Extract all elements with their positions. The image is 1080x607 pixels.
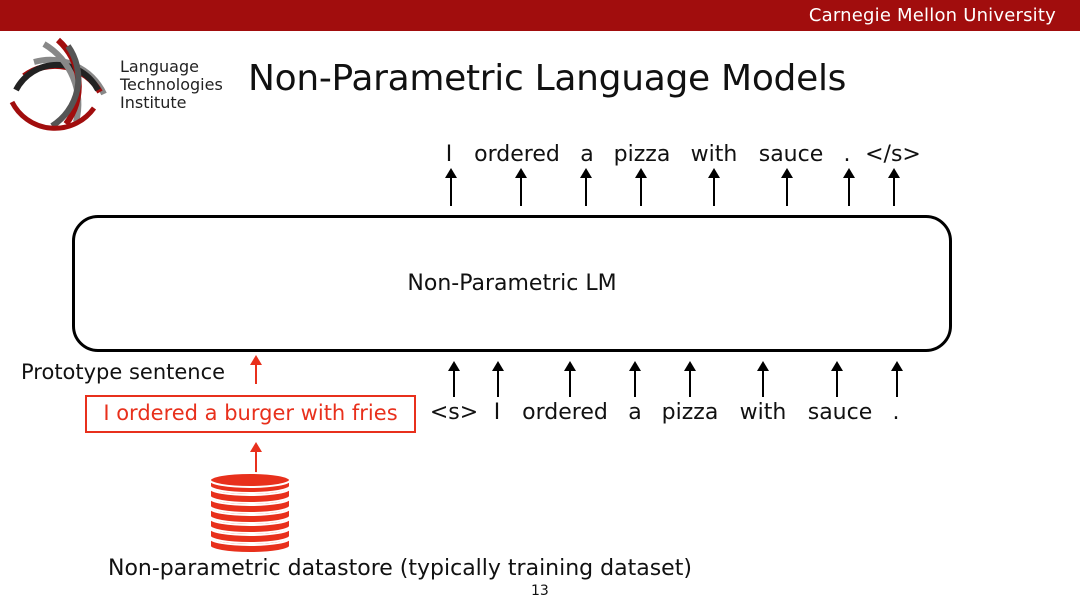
output-arrow-icon [635,168,647,206]
input-token: sauce [807,400,873,425]
output-token: sauce [758,142,824,167]
output-token: . [843,142,851,167]
input-arrow-icon [629,361,641,397]
page-number: 13 [531,583,549,599]
institute-line-2: Technologies [120,75,223,94]
input-token: I [493,400,501,425]
prototype-arrow-icon [250,355,262,384]
institute-line-3: Institute [120,93,187,112]
output-arrow-icon [843,168,855,206]
output-token: </s> [865,142,921,167]
database-icon [209,472,291,554]
input-arrow-icon [831,361,843,397]
slide-title: Non-Parametric Language Models [248,58,847,99]
output-token: with [690,142,738,167]
prototype-sentence: I ordered a burger with fries [103,401,398,425]
header-bar: Carnegie Mellon University [0,0,1080,31]
datastore-arrow-icon [250,442,262,473]
input-arrow-icon [448,361,460,397]
input-token: a [628,400,642,425]
input-arrow-icon [684,361,696,397]
output-token: ordered [474,142,560,167]
input-token: . [892,400,900,425]
prototype-label: Prototype sentence [21,360,226,384]
output-arrow-icon [888,168,900,206]
output-arrow-icon [580,168,592,206]
output-token: a [580,142,594,167]
institute-name: Language Technologies Institute [120,58,223,112]
output-token: I [445,142,453,167]
lti-logo-icon [9,37,107,131]
input-token: <s> [429,400,479,425]
input-token: ordered [522,400,608,425]
input-arrow-icon [564,361,576,397]
input-arrow-icon [891,361,903,397]
output-arrow-icon [708,168,720,206]
input-arrow-icon [757,361,769,397]
output-arrow-icon [781,168,793,206]
datastore-label: Non-parametric datastore (typically trai… [108,556,692,581]
output-token: pizza [613,142,671,167]
institute-line-1: Language [120,57,199,76]
input-arrow-icon [492,361,504,397]
model-label: Non-Parametric LM [407,271,617,296]
university-name: Carnegie Mellon University [808,5,1056,26]
input-token: with [739,400,787,425]
prototype-sentence-box: I ordered a burger with fries [85,395,416,433]
non-parametric-lm-box: Non-Parametric LM [72,215,952,352]
output-arrow-icon [515,168,527,206]
output-arrow-icon [445,168,457,206]
input-token: pizza [661,400,719,425]
